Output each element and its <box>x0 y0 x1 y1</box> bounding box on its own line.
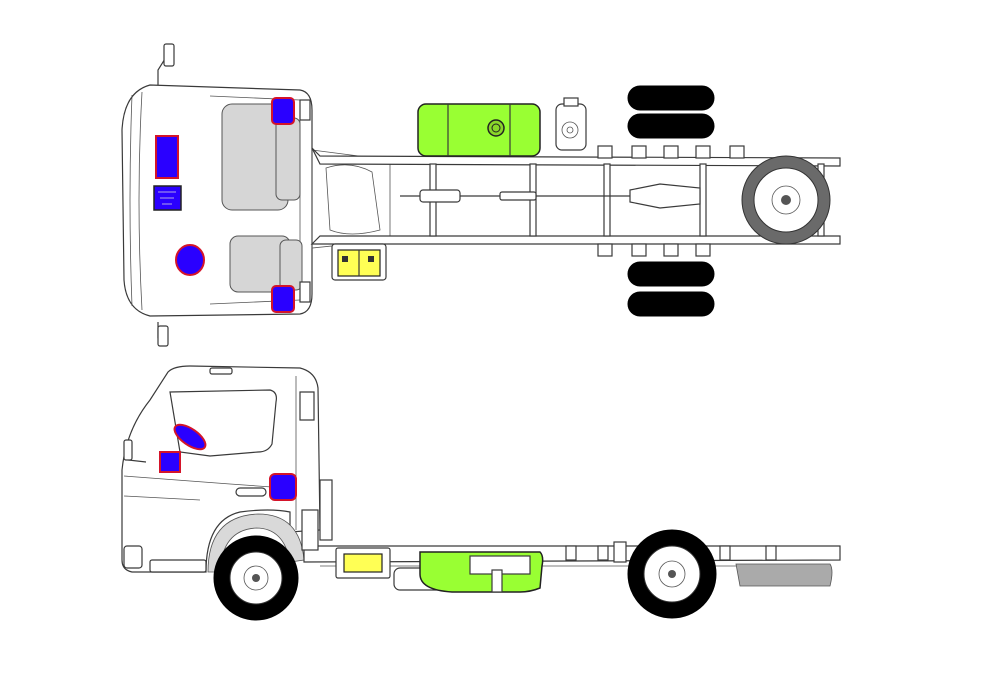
rear-tyre-top-2 <box>627 113 715 139</box>
marker-floor-round <box>175 244 205 276</box>
marker-door-top-left <box>271 97 295 125</box>
filter-unit-top <box>555 97 587 151</box>
rear-wheel-side <box>627 529 717 619</box>
side-view <box>121 365 841 621</box>
marker-dash-side <box>159 451 181 473</box>
marker-door-side <box>269 473 297 501</box>
chassis-rail-upper <box>311 147 841 167</box>
marker-steering-wheel <box>173 423 207 451</box>
marker-dashboard <box>155 135 179 179</box>
marker-door-top-right <box>271 285 295 313</box>
battery-box-top <box>331 243 387 281</box>
rear-tyre-bottom-2 <box>627 291 715 317</box>
rear-tyre-top-1 <box>627 85 715 111</box>
mirror-top-right <box>157 322 169 347</box>
chassis-rail-lower <box>310 235 841 245</box>
fuel-tank-top <box>417 103 541 157</box>
mirror-top-left <box>157 43 175 92</box>
front-wheel-side <box>213 535 299 621</box>
fuel-cap-icon <box>487 119 505 137</box>
fuel-tank-side <box>419 551 544 593</box>
top-view <box>121 43 841 347</box>
marker-console <box>153 185 182 211</box>
spare-wheel-top <box>741 155 831 245</box>
rear-tyre-bottom-1 <box>627 261 715 287</box>
battery-box-side <box>335 547 391 579</box>
